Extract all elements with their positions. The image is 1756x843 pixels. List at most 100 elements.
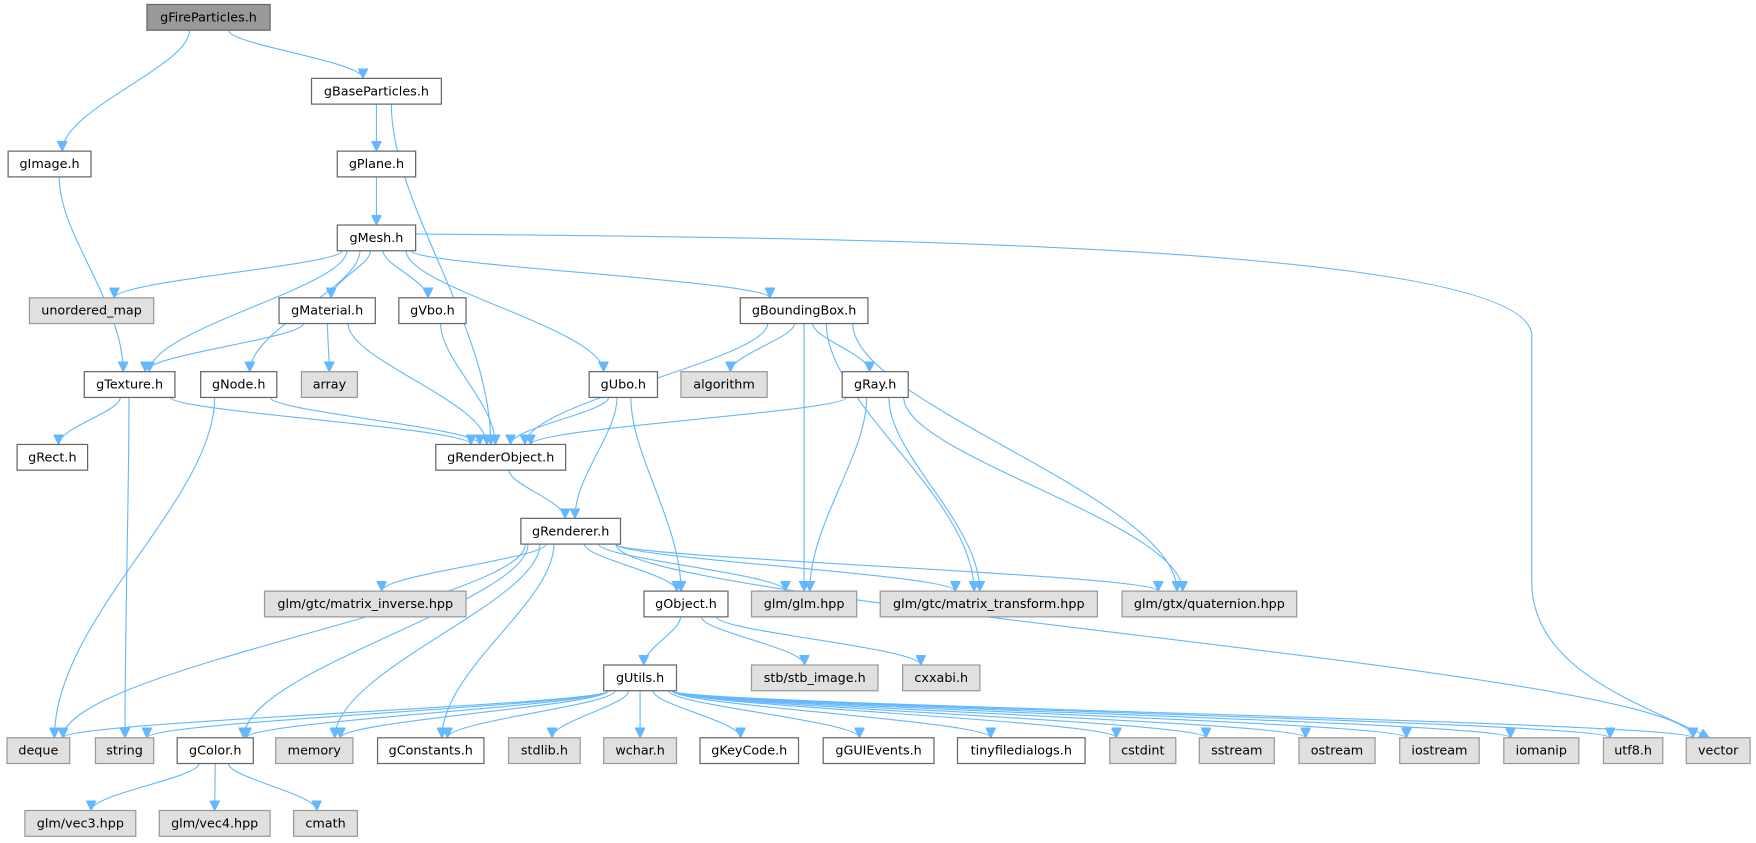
node-label: unordered_map [41,304,142,319]
node-cmath: cmath [292,809,359,837]
edge-gMesh-to-gBoundingBox [410,250,770,299]
node-gGUIEvents[interactable]: gGUIEvents.h [822,737,935,765]
node-tinyfiledialogs[interactable]: tinyfiledialogs.h [956,737,1086,765]
node-label: stdlib.h [521,744,568,759]
node-gRenderObject[interactable]: gRenderObject.h [435,443,567,471]
edge-gMesh-to-unordered_map [114,250,343,299]
node-label: gObject.h [655,597,717,612]
node-matrix_inverse: glm/gtc/matrix_inverse.hpp [263,590,467,618]
node-box [7,150,92,178]
node-box [278,297,376,325]
edge-gRay-to-gRenderObject [531,396,848,445]
node-unordered_map: unordered_map [28,297,155,325]
node-box [176,737,254,765]
edge-gNode-to-gRenderObject [269,396,480,445]
node-label: ostream [1311,744,1363,759]
node-gPlane[interactable]: gPlane.h [336,150,417,178]
node-gUtils[interactable]: gUtils.h [603,664,678,692]
node-box [699,737,800,765]
node-gImage[interactable]: gImage.h [7,150,92,178]
node-memory: memory [275,737,354,765]
node-iomanip: iomanip [1503,737,1580,765]
edge-gUtils-to-tinyfiledialogs [671,690,991,739]
node-gRect[interactable]: gRect.h [16,443,89,471]
node-wchar: wchar.h [603,737,678,765]
edge-gUtils-to-vector [671,690,1693,739]
node-box [1602,737,1664,765]
node-gNode[interactable]: gNode.h [200,371,278,399]
node-box [16,443,89,471]
node-label: gUbo.h [601,378,646,393]
node-box [956,737,1086,765]
node-ostream: ostream [1298,737,1376,765]
node-gFireParticles[interactable]: gFireParticles.h [146,3,271,31]
edge-gFireParticles-to-gImage [62,30,191,151]
node-stb_image: stb/stb_image.h [750,664,879,692]
edge-gVbo-to-gRenderObject [440,323,496,445]
node-sstream: sstream [1198,737,1275,765]
node-label: cmath [305,816,345,831]
edge-gUtils-to-gGUIEvents [668,690,860,739]
node-gRenderer[interactable]: gRenderer.h [520,517,622,545]
node-gTexture[interactable]: gTexture.h [83,371,176,399]
edge-gMesh-to-gVbo [382,250,428,298]
edge-gBoundingBox-to-gRay [812,323,870,372]
node-label: gImage.h [19,157,79,172]
node-gBoundingBox[interactable]: gBoundingBox.h [739,297,869,325]
edge-gRenderer-to-gColor [244,544,529,738]
node-gBaseParticles[interactable]: gBaseParticles.h [310,77,443,105]
node-label: gBoundingBox.h [752,304,856,319]
node-label: iomanip [1516,744,1567,759]
node-box [263,590,467,618]
edge-gImage-to-gTexture [58,176,123,372]
edge-gRenderer-to-matrix_transform [615,543,955,592]
node-box [520,517,622,545]
node-box [6,737,71,765]
edge-gBoundingBox-to-algorithm [730,323,796,372]
node-gObject[interactable]: gObject.h [643,590,729,618]
node-string: string [94,737,155,765]
node-gRay[interactable]: gRay.h [841,371,909,399]
node-gConstants[interactable]: gConstants.h [376,737,485,765]
edge-gMesh-to-gTexture [149,250,348,372]
node-box [1109,737,1177,765]
node-box [739,297,869,325]
node-label: gKeyCode.h [711,744,787,759]
node-label: iostream [1411,744,1467,759]
node-label: memory [288,744,342,759]
node-label: gConstants.h [389,744,473,759]
node-label: vector [1698,744,1739,759]
edge-gUtils-to-utf8 [671,690,1610,739]
node-gVbo[interactable]: gVbo.h [398,297,467,325]
node-gUbo[interactable]: gUbo.h [588,371,659,399]
edge-gBoundingBox-to-matrix_transform [825,323,974,592]
node-box [750,664,879,692]
node-box [1399,737,1480,765]
node-vector: vector [1685,737,1751,765]
node-gMaterial[interactable]: gMaterial.h [278,297,376,325]
edge-gUtils-to-memory [340,690,609,739]
node-box [750,590,858,618]
node-box [603,737,678,765]
node-gMesh[interactable]: gMesh.h [336,224,417,252]
edge-gUtils-to-cstdint [671,690,1116,739]
node-cstdint: cstdint [1109,737,1177,765]
node-box [879,590,1099,618]
edge-gTexture-to-gRect [59,397,121,445]
node-box [680,371,768,399]
node-box [310,77,443,105]
node-label: gVbo.h [410,304,455,319]
node-gColor[interactable]: gColor.h [176,737,254,765]
edge-gRenderer-to-vector [615,543,1693,738]
node-box [336,150,417,178]
node-gKeyCode[interactable]: gKeyCode.h [699,737,800,765]
node-box [1298,737,1376,765]
node-label: glm/vec4.hpp [171,816,258,831]
node-label: glm/vec3.hpp [37,816,124,831]
node-box [1503,737,1580,765]
node-label: gFireParticles.h [160,10,257,25]
node-box [300,371,359,399]
node-box [1198,737,1275,765]
edge-gUtils-to-stdlib [552,690,630,738]
node-cxxabi: cxxabi.h [902,664,981,692]
